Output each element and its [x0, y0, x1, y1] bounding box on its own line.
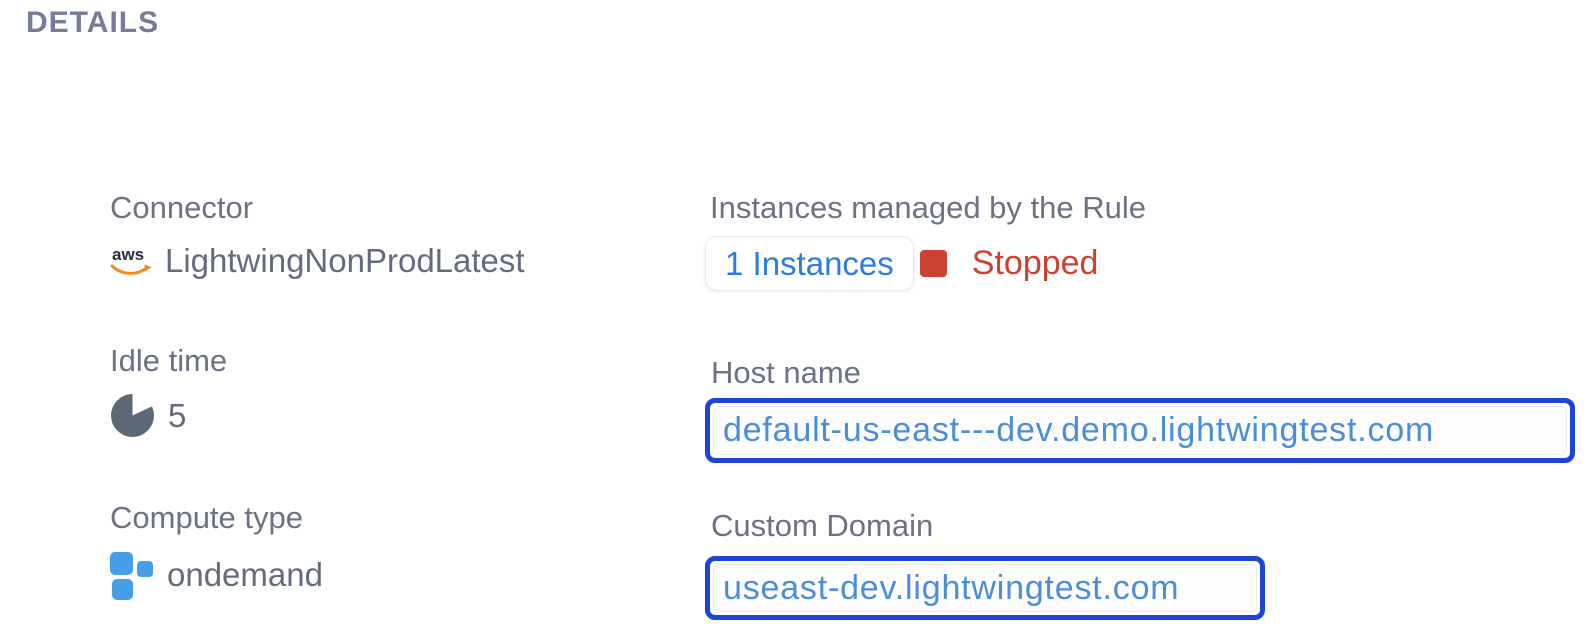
custom-domain-label: Custom Domain: [711, 508, 934, 543]
compute-type-value: ondemand: [167, 556, 323, 593]
aws-logo-icon: aws: [110, 245, 152, 275]
host-name-link[interactable]: default-us-east---dev.demo.lightwingtest…: [713, 406, 1567, 455]
instances-label: Instances managed by the Rule: [710, 190, 1146, 225]
host-name-section: Host name default-us-east---dev.demo.lig…: [705, 355, 1575, 463]
connector-value: LightwingNonProdLatest: [165, 242, 525, 279]
custom-domain-box: useast-dev.lightwingtest.com: [705, 556, 1265, 620]
svg-text:aws: aws: [112, 245, 144, 264]
compute-type-label: Compute type: [110, 500, 303, 535]
connector-label: Connector: [110, 190, 254, 225]
pie-chart-icon: [111, 393, 154, 437]
status-square-icon: [919, 250, 947, 277]
instances-count-link[interactable]: 1 Instances: [705, 236, 914, 291]
host-name-box: default-us-east---dev.demo.lightwingtest…: [705, 398, 1575, 463]
compute-type-section: Compute type ondemand: [110, 500, 323, 600]
idle-time-label: Idle time: [110, 343, 228, 378]
host-name-label: Host name: [711, 355, 861, 390]
idle-time-value: 5: [168, 396, 187, 434]
status-badge: Stopped: [971, 244, 1099, 282]
custom-domain-section: Custom Domain useast-dev.lightwingtest.c…: [705, 508, 1265, 620]
instances-section: Instances managed by the Rule 1 Instance…: [705, 190, 1146, 291]
idle-time-section: Idle time 5: [110, 343, 227, 438]
custom-domain-link[interactable]: useast-dev.lightwingtest.com: [713, 564, 1257, 612]
page-title: DETAILS: [26, 6, 160, 39]
compute-blocks-icon: [110, 552, 153, 600]
connector-section: Connector aws LightwingNonProdLatest: [110, 190, 525, 280]
